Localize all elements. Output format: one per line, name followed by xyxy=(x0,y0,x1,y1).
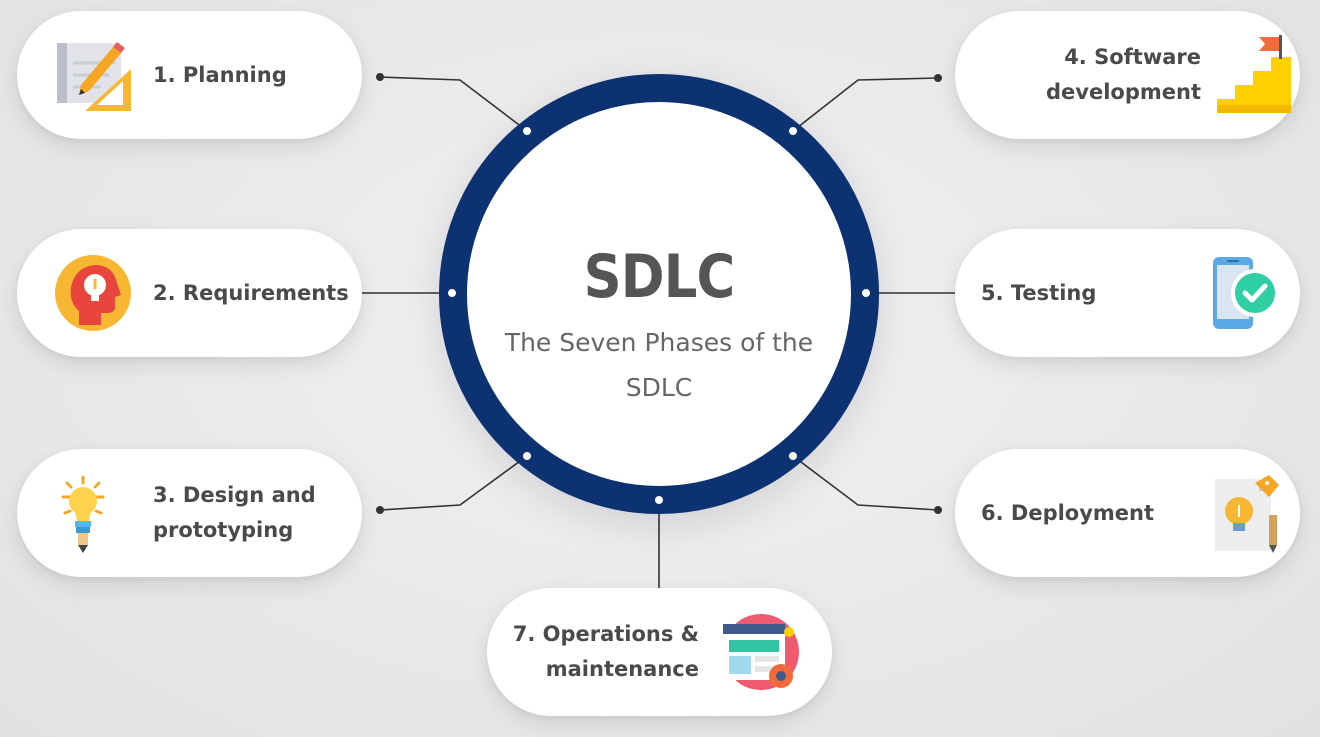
connector-development xyxy=(792,77,939,132)
phase-label: 3. Design and prototyping xyxy=(153,483,316,542)
phase-testing: 5. Testing xyxy=(955,229,1300,357)
phone-checkmark-icon xyxy=(1213,257,1279,329)
center-title: SDLC xyxy=(583,242,736,312)
phase-planning: 1. Planning xyxy=(17,11,362,139)
head-lightbulb-icon xyxy=(55,255,131,331)
phase-deployment: 6. Deployment xyxy=(955,449,1300,577)
phase-development: 4. Software development xyxy=(955,11,1300,139)
phase-label: 4. Software development xyxy=(1046,45,1201,104)
lightbulb-idea-icon xyxy=(61,475,105,553)
center-subtitle: The Seven Phases of the SDLC xyxy=(504,328,814,402)
phase-design: 3. Design and prototyping xyxy=(17,449,362,577)
stairs-flag-icon xyxy=(1217,35,1291,113)
phase-label: 6. Deployment xyxy=(981,500,1155,525)
connector-planning xyxy=(379,76,528,132)
planning-blueprint-icon xyxy=(57,42,131,111)
browser-gear-icon xyxy=(723,614,799,690)
phase-operations: 7. Operations & maintenance xyxy=(487,588,832,716)
document-bulb-tag-icon xyxy=(1215,475,1279,553)
phase-label: 2. Requirements xyxy=(153,280,349,305)
phase-requirements: 2. Requirements xyxy=(17,229,362,357)
connector-design xyxy=(379,455,528,511)
connector-deployment xyxy=(792,455,939,511)
phase-label: 1. Planning xyxy=(153,62,287,87)
sdlc-center-circle: SDLC The Seven Phases of the SDLC xyxy=(439,74,879,514)
phase-label: 5. Testing xyxy=(981,280,1097,305)
phase-label: 7. Operations & maintenance xyxy=(512,622,699,681)
